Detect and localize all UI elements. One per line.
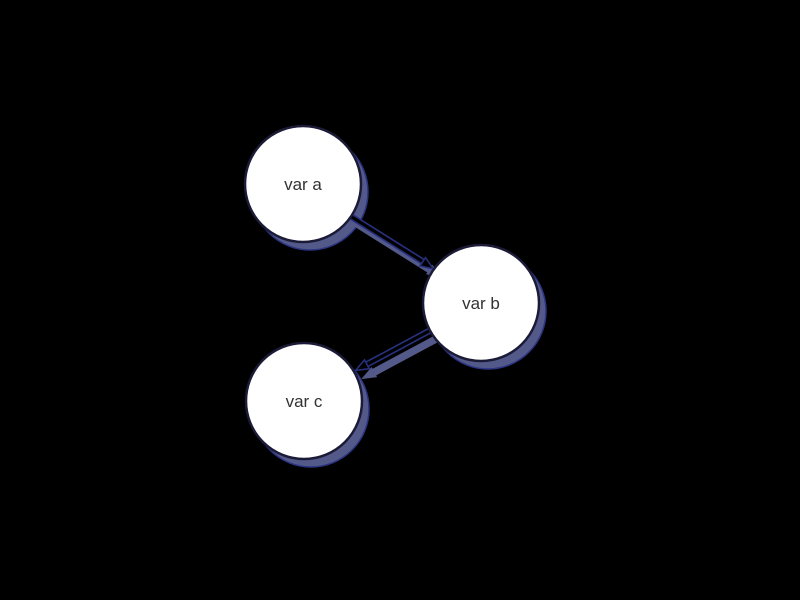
node-var-b: var b [421, 243, 541, 363]
node-circle-var-c [244, 341, 364, 461]
node-var-a: var a [243, 124, 363, 244]
edge-a-to-b [347, 213, 436, 271]
arrowhead-b-to-c [353, 358, 371, 372]
node-label-var-c: var c [286, 392, 323, 411]
node-circle-var-b [421, 243, 541, 363]
edge-a-to-b-core [349, 214, 425, 264]
arrowhead-shadow-b-to-c [361, 367, 378, 380]
node-var-c: var c [244, 341, 364, 461]
edge-shadow-b-to-c [370, 335, 440, 377]
arrowhead-a-to-b [418, 256, 436, 271]
edge-b-to-c [353, 327, 433, 372]
node-layer: var a var b var c [243, 124, 541, 461]
node-label-var-b: var b [462, 294, 500, 313]
edge-b-to-c-core [365, 329, 431, 366]
edge-layer [347, 213, 436, 372]
node-label-var-a: var a [284, 175, 322, 194]
node-circle-var-a [243, 124, 363, 244]
